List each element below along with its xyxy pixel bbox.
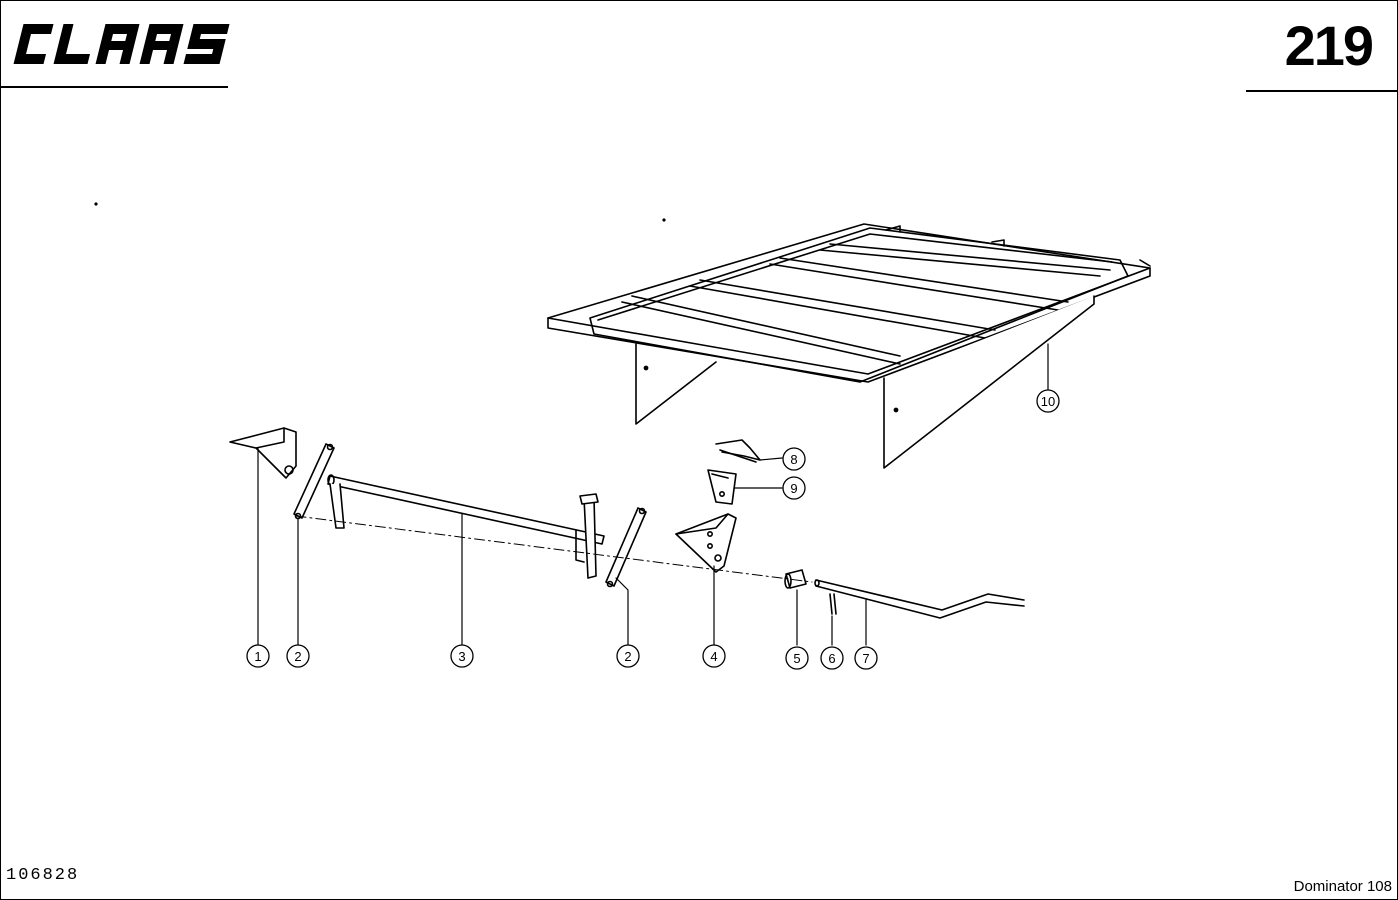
- model-name: Dominator 108: [1293, 878, 1392, 895]
- callout-5: 5: [785, 646, 809, 670]
- part-plate: [707, 469, 737, 505]
- callout-label: 9: [790, 481, 797, 496]
- part-shaft: [327, 474, 605, 579]
- part-link-right: [605, 507, 647, 588]
- callout-label: 2: [294, 649, 301, 664]
- callout-circle: [854, 646, 878, 670]
- callout-label: 8: [790, 452, 797, 467]
- callout-9: 9: [782, 476, 806, 500]
- callout-circle: [286, 644, 310, 668]
- callout-7: 7: [854, 646, 878, 670]
- callout-circle: [782, 447, 806, 471]
- callout-label: 2: [624, 649, 631, 664]
- claas-logo: [13, 24, 230, 64]
- callout-4: 4: [702, 644, 726, 668]
- callout-label: 3: [458, 649, 465, 664]
- centre-line: [295, 515, 813, 583]
- callout-circle: [450, 644, 474, 668]
- part-crank: [814, 579, 1025, 619]
- leader-line-2b: [615, 577, 629, 646]
- callout-2: 2: [616, 644, 640, 668]
- callout-circle: [246, 644, 270, 668]
- part-cover-panel: [547, 223, 1151, 469]
- callout-10: 10: [1036, 389, 1060, 413]
- callout-label: 10: [1041, 394, 1055, 409]
- page-number: 219: [1284, 14, 1374, 77]
- callout-circle: [702, 644, 726, 668]
- callout-circle: [820, 646, 844, 670]
- logo-underline: [0, 86, 228, 88]
- callout-6: 6: [820, 646, 844, 670]
- callout-circle: [1036, 389, 1060, 413]
- callout-label: 5: [793, 651, 800, 666]
- leader-line-8: [759, 457, 783, 461]
- callout-3: 3: [450, 644, 474, 668]
- callout-label: 1: [254, 649, 261, 664]
- part-bracket-left: [229, 427, 297, 479]
- callout-1: 1: [246, 644, 270, 668]
- part-bearing-bracket: [675, 513, 737, 573]
- page-number-underline: [1246, 90, 1398, 92]
- callout-circle: [782, 476, 806, 500]
- callout-8: 8: [782, 447, 806, 471]
- callout-label: 4: [710, 649, 717, 664]
- callout-label: 6: [828, 651, 835, 666]
- callout-circle: [616, 644, 640, 668]
- callout-circle: [785, 646, 809, 670]
- drawing-number: 106828: [6, 866, 80, 885]
- part-clip: [715, 439, 761, 463]
- callout-2: 2: [286, 644, 310, 668]
- part-pin: [829, 593, 837, 615]
- part-bushing: [784, 569, 807, 589]
- callout-label: 7: [862, 651, 869, 666]
